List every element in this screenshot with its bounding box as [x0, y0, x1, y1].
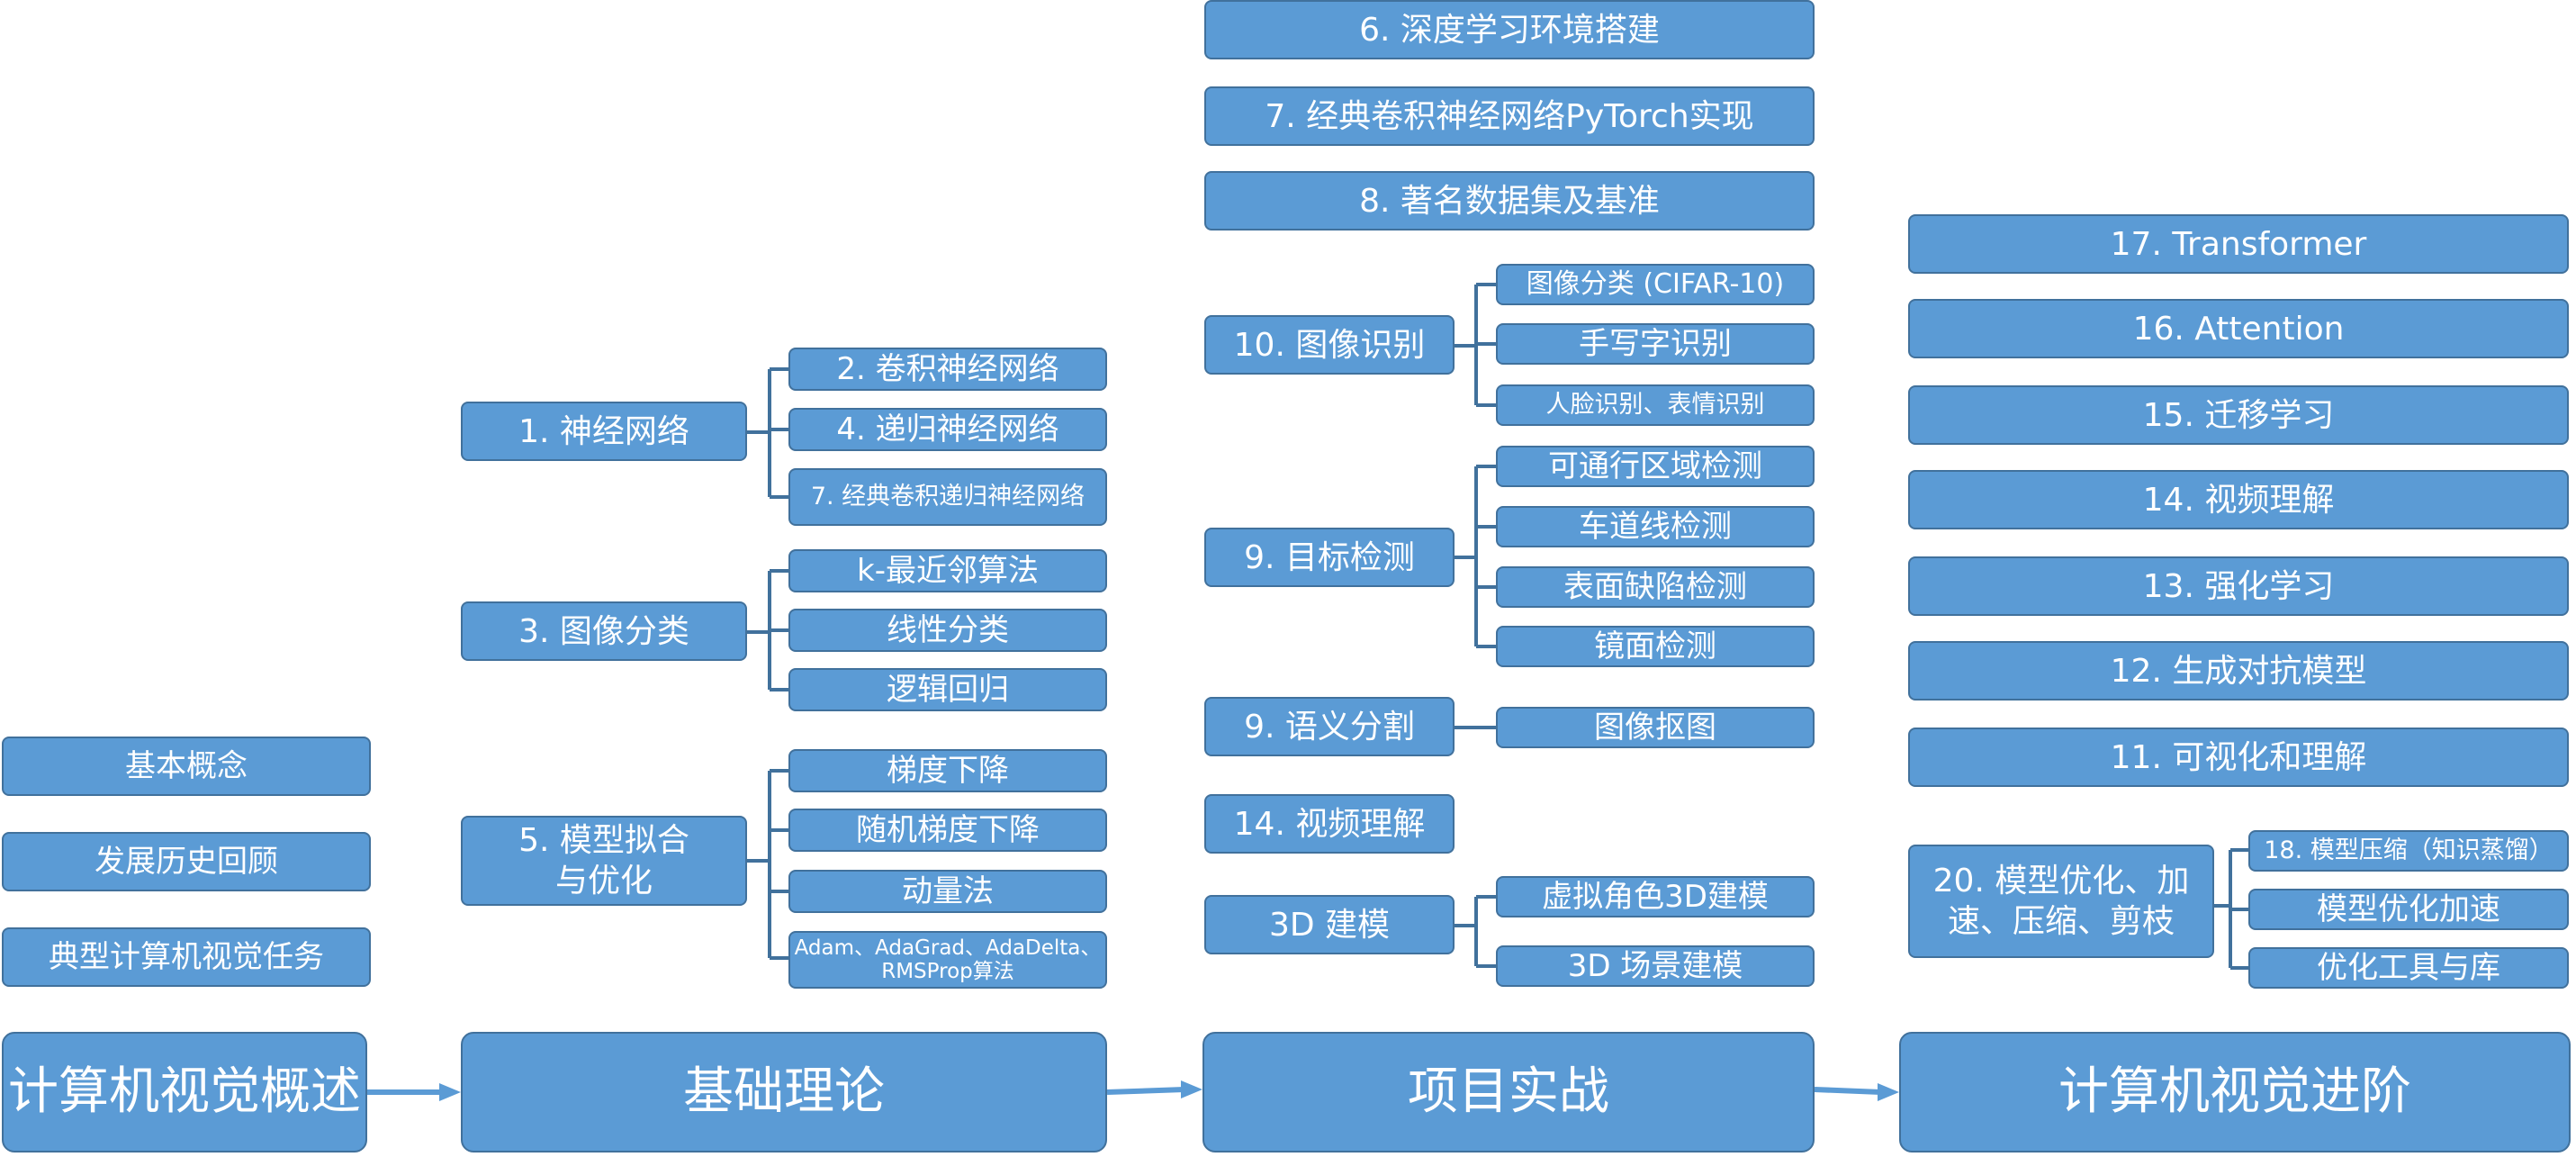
node-cifar: 图像分类 (CIFAR-10)	[1496, 264, 1815, 305]
node-image-classification: 3. 图像分类	[461, 601, 747, 661]
node-mirror: 镜面检测	[1496, 626, 1815, 667]
node-cnn: 2. 卷积神经网络	[788, 348, 1107, 391]
flow-arrows	[367, 1080, 1899, 1101]
node-visualization: 11. 可视化和理解	[1908, 728, 2569, 787]
node-transfer-learning: 15. 迁移学习	[1908, 385, 2569, 445]
node-knn: k-最近邻算法	[788, 549, 1107, 592]
node-video-understanding: 14. 视频理解	[1204, 794, 1455, 854]
node-segmentation: 9. 语义分割	[1204, 697, 1455, 756]
tree-brackets	[747, 283, 2248, 970]
node-avatar-3d: 虚拟角色3D建模	[1496, 876, 1815, 917]
stage-overview: 计算机视觉概述	[2, 1032, 367, 1152]
node-object-detection: 9. 目标检测	[1204, 528, 1455, 587]
node-compression: 18. 模型压缩（知识蒸馏）	[2248, 830, 2569, 872]
node-3d-modeling: 3D 建模	[1204, 895, 1455, 954]
node-acceleration: 模型优化加速	[2248, 889, 2569, 930]
node-passable-area: 可通行区域检测	[1496, 446, 1815, 487]
node-adaptive-optimizers: Adam、AdaGrad、AdaDelta、 RMSProp算法	[788, 931, 1107, 989]
node-linear: 线性分类	[788, 609, 1107, 652]
stage-theory: 基础理论	[461, 1032, 1107, 1152]
node-pytorch: 7. 经典卷积神经网络PyTorch实现	[1204, 86, 1815, 146]
node-dl-env: 6. 深度学习环境搭建	[1204, 0, 1815, 59]
node-sgd: 随机梯度下降	[788, 809, 1107, 852]
node-rnn: 4. 递归神经网络	[788, 408, 1107, 451]
node-adaptive-line1: Adam、AdaGrad、AdaDelta、	[794, 936, 1102, 960]
node-adaptive-line2: RMSProp算法	[881, 960, 1014, 983]
node-model-fitting-line1: 5. 模型拟合	[518, 822, 689, 859]
node-model-fitting-line2: 与优化	[554, 863, 653, 899]
node-rl: 13. 强化学习	[1908, 556, 2569, 616]
node-model-optimization-line2: 速、压缩、剪枝	[1947, 903, 2175, 940]
node-momentum: 动量法	[788, 870, 1107, 913]
node-image-recognition: 10. 图像识别	[1204, 315, 1455, 375]
node-logistic: 逻辑回归	[788, 668, 1107, 711]
node-typical-tasks: 典型计算机视觉任务	[2, 927, 371, 987]
node-neural-networks: 1. 神经网络	[461, 402, 747, 461]
node-model-fitting: 5. 模型拟合 与优化	[461, 816, 747, 906]
node-video-understanding-adv: 14. 视频理解	[1908, 470, 2569, 529]
node-tools: 优化工具与库	[2248, 947, 2569, 989]
node-matting: 图像抠图	[1496, 707, 1815, 748]
node-history: 发展历史回顾	[2, 832, 371, 891]
node-model-optimization-line1: 20. 模型优化、加	[1932, 863, 2190, 899]
node-defect: 表面缺陷检测	[1496, 566, 1815, 608]
stage-advanced: 计算机视觉进阶	[1899, 1032, 2571, 1152]
node-attention: 16. Attention	[1908, 299, 2569, 358]
node-datasets: 8. 著名数据集及基准	[1204, 171, 1815, 230]
node-scene-3d: 3D 场景建模	[1496, 945, 1815, 987]
node-classic-cnn-rnn: 7. 经典卷积递归神经网络	[788, 468, 1107, 526]
node-gan: 12. 生成对抗模型	[1908, 641, 2569, 701]
node-lane: 车道线检测	[1496, 506, 1815, 547]
node-transformer: 17. Transformer	[1908, 214, 2569, 274]
node-handwriting: 手写字识别	[1496, 323, 1815, 365]
node-basic-concepts: 基本概念	[2, 737, 371, 796]
node-gd: 梯度下降	[788, 749, 1107, 792]
stage-practice: 项目实战	[1202, 1032, 1815, 1152]
node-face: 人脸识别、表情识别	[1496, 384, 1815, 426]
node-model-optimization: 20. 模型优化、加 速、压缩、剪枝	[1908, 845, 2214, 958]
